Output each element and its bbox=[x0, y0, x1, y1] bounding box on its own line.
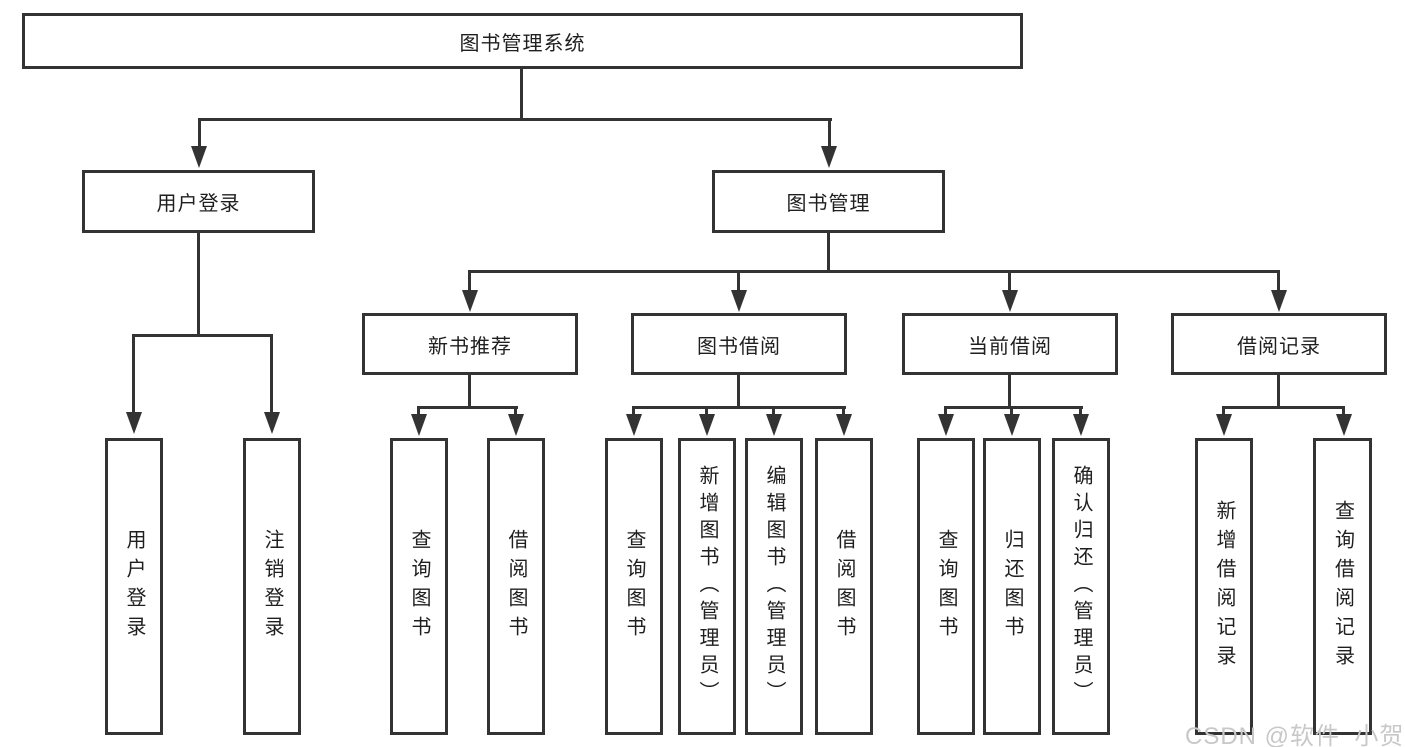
connector-vline bbox=[944, 406, 947, 418]
leaf-label: 归还图书 bbox=[1001, 528, 1023, 645]
arrowhead bbox=[821, 146, 837, 168]
leaf-label: 查询图书 bbox=[935, 528, 957, 645]
connector-hline bbox=[632, 406, 846, 409]
connector-vline bbox=[828, 118, 831, 148]
leaf-edit-books-admin: 编辑图书（管理员） bbox=[745, 438, 803, 735]
connector-vline bbox=[772, 406, 775, 418]
leaf-borrow-books-recommend: 借阅图书 bbox=[487, 438, 545, 735]
leaf-label: 新增图书（管理员） bbox=[696, 465, 718, 708]
connector-vline bbox=[1079, 406, 1082, 418]
arrowhead bbox=[1336, 414, 1352, 436]
leaf-return-books: 归还图书 bbox=[983, 438, 1041, 735]
arrowhead bbox=[1073, 414, 1089, 436]
connector-vline bbox=[1010, 406, 1013, 418]
connector-vline bbox=[468, 270, 471, 292]
leaf-query-books-recommend: 查询图书 bbox=[390, 438, 448, 735]
connector-hline bbox=[1222, 406, 1345, 409]
connector-vline bbox=[827, 233, 830, 272]
connector-vline bbox=[705, 406, 708, 418]
connector-vline bbox=[417, 406, 420, 418]
leaf-label: 确认归还（管理员） bbox=[1070, 465, 1092, 708]
leaf-label: 注销登录 bbox=[261, 528, 283, 645]
arrowhead bbox=[1002, 290, 1018, 312]
leaf-label: 查询图书 bbox=[623, 528, 645, 645]
arrowhead bbox=[508, 414, 524, 436]
arrowhead bbox=[191, 146, 207, 168]
connector-vline bbox=[197, 233, 200, 336]
connector-hline bbox=[944, 406, 1083, 409]
arrowhead bbox=[626, 414, 642, 436]
leaf-label: 编辑图书（管理员） bbox=[763, 465, 785, 708]
leaf-label: 查询图书 bbox=[408, 528, 430, 645]
leaf-query-books-current: 查询图书 bbox=[917, 438, 975, 735]
leaf-confirm-return-admin: 确认归还（管理员） bbox=[1052, 438, 1110, 735]
connector-hline bbox=[468, 270, 1280, 273]
node-user-login: 用户登录 bbox=[82, 170, 315, 233]
connector-vline bbox=[520, 69, 523, 120]
arrowhead bbox=[264, 412, 280, 434]
arrowhead bbox=[731, 290, 747, 312]
leaf-logout: 注销登录 bbox=[243, 438, 301, 735]
arrowhead bbox=[836, 414, 852, 436]
node-library-management-system: 图书管理系统 bbox=[22, 13, 1023, 69]
node-book-borrowing: 图书借阅 bbox=[631, 313, 847, 375]
connector-vline bbox=[198, 118, 201, 148]
arrowhead bbox=[1216, 414, 1232, 436]
connector-vline bbox=[842, 406, 845, 418]
arrowhead bbox=[766, 414, 782, 436]
connector-vline bbox=[1222, 406, 1225, 418]
leaf-add-borrow-record: 新增借阅记录 bbox=[1195, 438, 1253, 735]
connector-vline bbox=[514, 406, 517, 418]
connector-hline bbox=[198, 118, 832, 121]
connector-hline bbox=[132, 334, 273, 337]
leaf-label: 借阅图书 bbox=[505, 528, 527, 645]
leaf-label: 新增借阅记录 bbox=[1213, 499, 1235, 674]
connector-hline bbox=[417, 406, 518, 409]
connector-vline bbox=[1008, 375, 1011, 408]
leaf-query-books-borrow: 查询图书 bbox=[605, 438, 663, 735]
arrowhead bbox=[1004, 414, 1020, 436]
leaf-label: 借阅图书 bbox=[833, 528, 855, 645]
node-current-borrowing: 当前借阅 bbox=[902, 313, 1118, 375]
arrowhead bbox=[126, 412, 142, 434]
connector-vline bbox=[270, 334, 273, 414]
connector-vline bbox=[1342, 406, 1345, 418]
connector-vline bbox=[737, 375, 740, 408]
arrowhead bbox=[1271, 290, 1287, 312]
connector-vline bbox=[1277, 270, 1280, 292]
node-borrowing-records: 借阅记录 bbox=[1171, 313, 1387, 375]
leaf-query-borrow-record: 查询借阅记录 bbox=[1313, 438, 1372, 735]
connector-vline bbox=[132, 334, 135, 414]
connector-vline bbox=[737, 270, 740, 292]
connector-vline bbox=[468, 375, 471, 408]
node-new-book-recommendation: 新书推荐 bbox=[362, 313, 578, 375]
arrowhead bbox=[411, 414, 427, 436]
leaf-borrow-books: 借阅图书 bbox=[815, 438, 873, 735]
leaf-label: 查询借阅记录 bbox=[1331, 499, 1354, 674]
arrowhead bbox=[699, 414, 715, 436]
connector-vline bbox=[1277, 375, 1280, 408]
connector-vline bbox=[632, 406, 635, 418]
leaf-label: 用户登录 bbox=[123, 528, 145, 645]
leaf-user-login: 用户登录 bbox=[105, 438, 163, 735]
arrowhead bbox=[938, 414, 954, 436]
arrowhead bbox=[462, 290, 478, 312]
watermark: CSDN @软件_小贺同学 bbox=[1185, 723, 1405, 747]
leaf-add-books-admin: 新增图书（管理员） bbox=[678, 438, 736, 735]
node-book-management: 图书管理 bbox=[712, 170, 945, 233]
connector-vline bbox=[1008, 270, 1011, 292]
